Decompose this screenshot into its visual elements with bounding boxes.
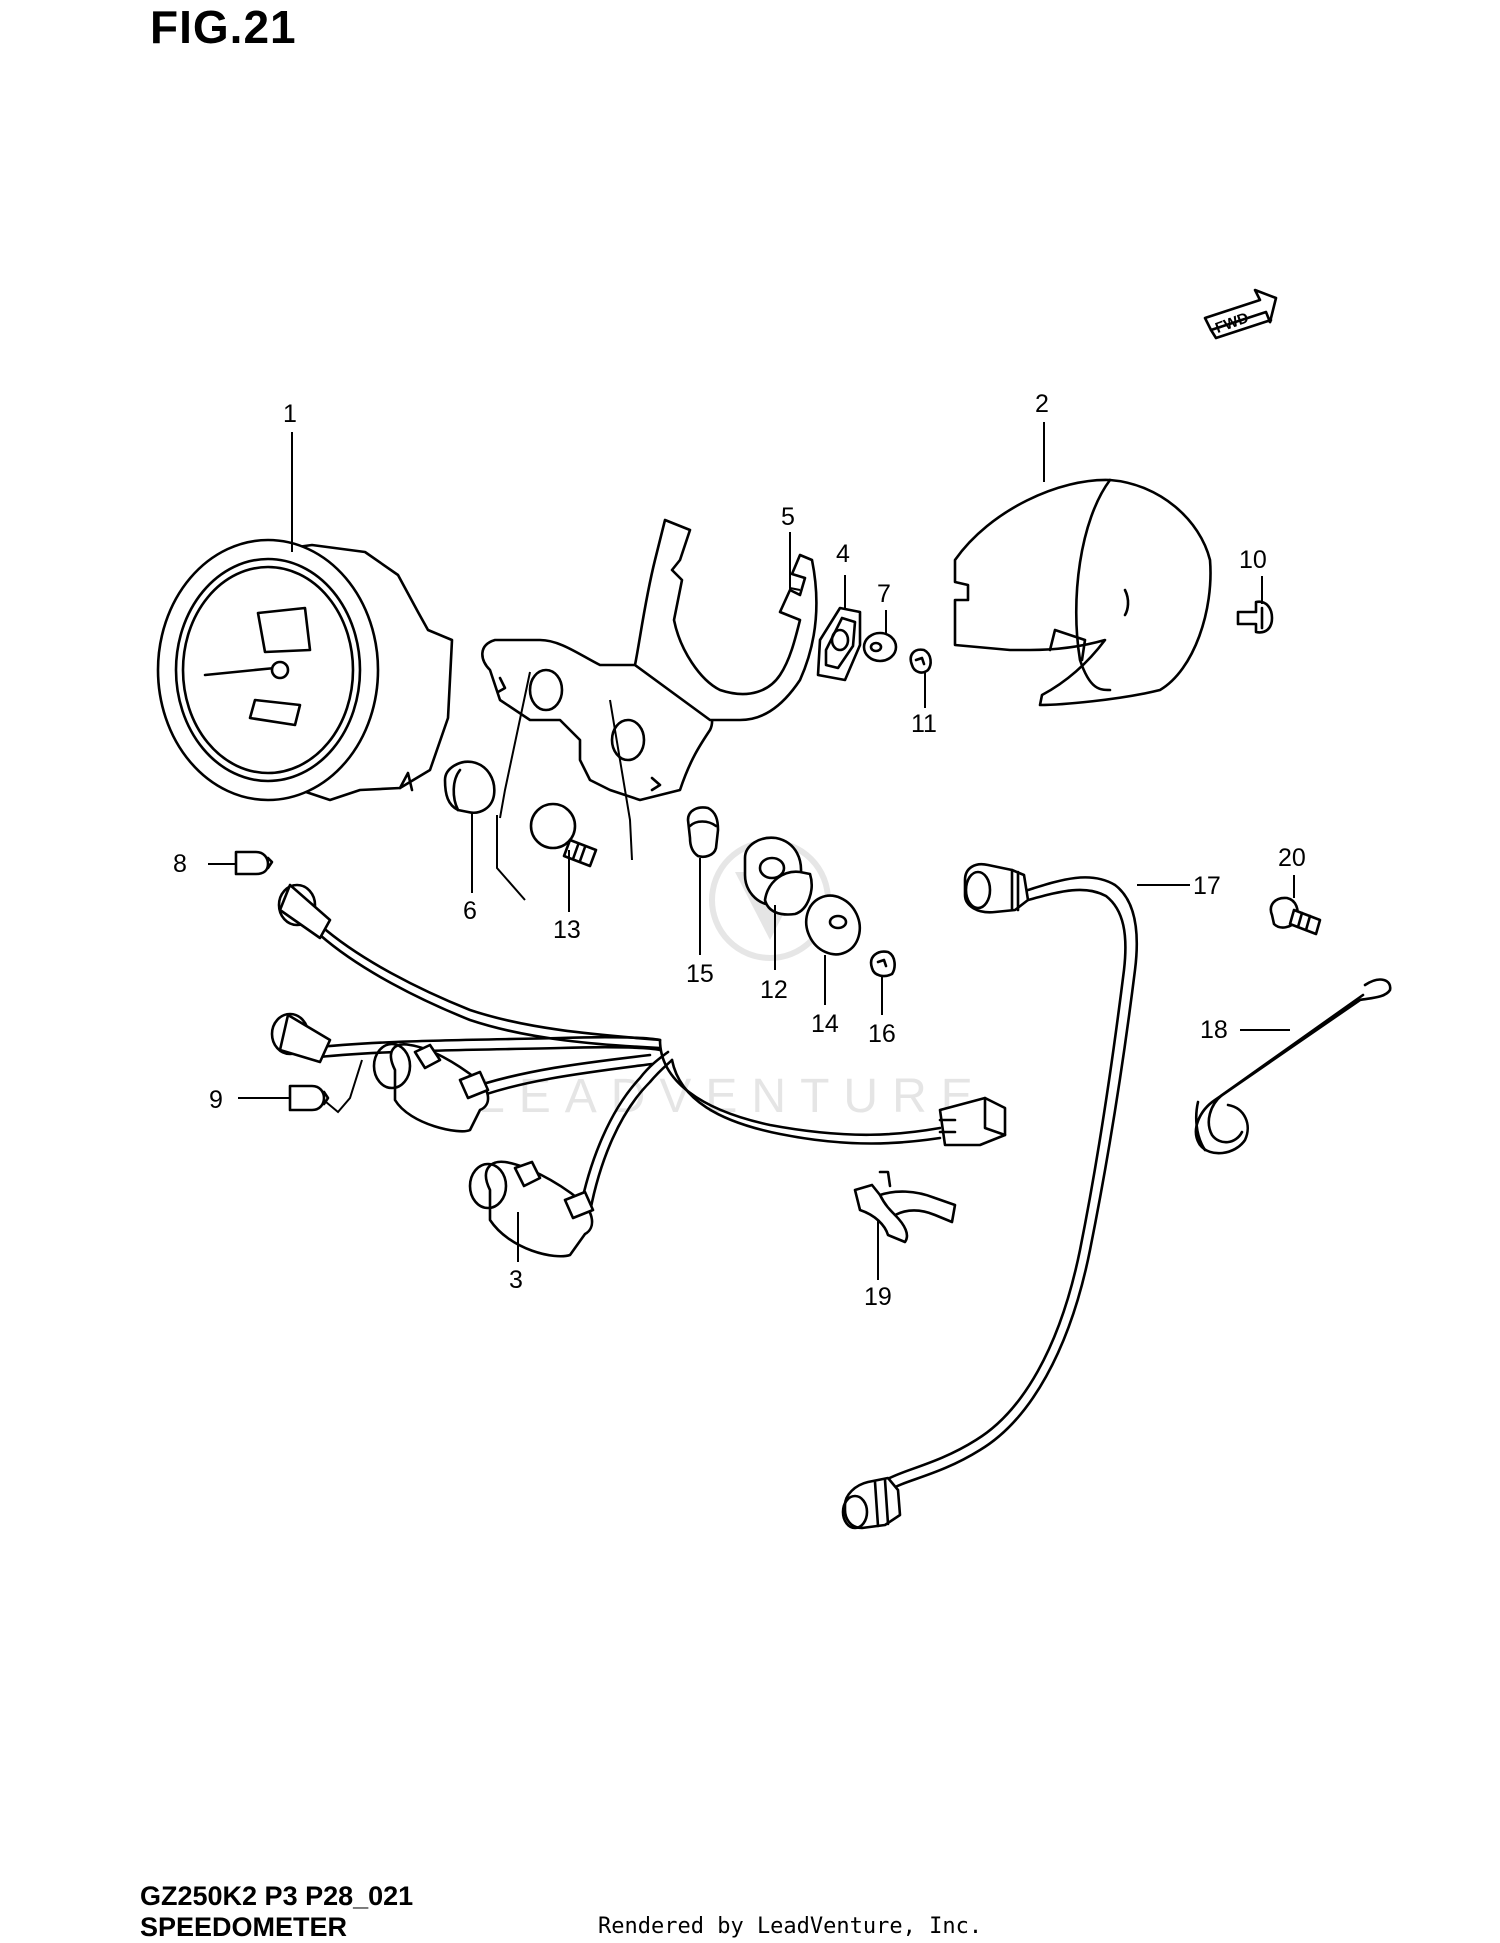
nut-11 bbox=[909, 648, 932, 674]
spacer-15 bbox=[686, 806, 720, 859]
washer-7 bbox=[862, 631, 898, 663]
callout-17: 17 bbox=[1193, 872, 1221, 900]
cushion-12 bbox=[743, 836, 813, 916]
bulb-8 bbox=[234, 850, 274, 876]
callout-6: 6 bbox=[463, 897, 477, 925]
callout-5: 5 bbox=[781, 503, 795, 531]
callout-labels: 1 2 3 4 5 6 7 8 9 10 11 12 13 14 15 16 1… bbox=[173, 390, 1306, 1311]
callout-14: 14 bbox=[811, 1010, 839, 1038]
washer-14 bbox=[804, 894, 862, 956]
callout-18: 18 bbox=[1200, 1016, 1228, 1044]
callout-19: 19 bbox=[864, 1283, 892, 1311]
callout-2: 2 bbox=[1035, 390, 1049, 418]
render-credit: Rendered by LeadVenture, Inc. bbox=[598, 1914, 983, 1939]
diagram-name: SPEEDOMETER bbox=[140, 1912, 348, 1942]
callout-8: 8 bbox=[173, 850, 187, 878]
spring-clamp bbox=[1194, 978, 1392, 1155]
leader-lines bbox=[208, 422, 1295, 1280]
screw-10 bbox=[1236, 600, 1274, 634]
callout-20: 20 bbox=[1278, 844, 1306, 872]
wiring-harness bbox=[270, 883, 1007, 1258]
bolt-20 bbox=[1269, 896, 1322, 936]
speedometer-assembly bbox=[156, 538, 454, 802]
callout-10: 10 bbox=[1239, 546, 1267, 574]
callout-7: 7 bbox=[877, 580, 891, 608]
grommet-6 bbox=[443, 760, 496, 814]
callout-1: 1 bbox=[283, 400, 297, 428]
fwd-arrow-icon: FWD bbox=[1203, 288, 1278, 340]
callout-4: 4 bbox=[836, 540, 850, 568]
callout-16: 16 bbox=[868, 1020, 896, 1048]
callout-13: 13 bbox=[553, 916, 581, 944]
callout-15: 15 bbox=[686, 960, 714, 988]
speedometer-cable bbox=[841, 862, 1139, 1530]
nut-16 bbox=[869, 950, 896, 978]
bolt-13 bbox=[529, 802, 598, 868]
leadventure-watermark: LEADVENTURE bbox=[478, 839, 987, 1123]
watermark-text: LEADVENTURE bbox=[478, 1070, 987, 1123]
callout-9: 9 bbox=[209, 1086, 223, 1114]
cable-clamp bbox=[853, 1170, 957, 1244]
figure-title: FIG.21 bbox=[150, 1, 297, 53]
bracket bbox=[481, 518, 818, 802]
model-code: GZ250K2 P3 P28_021 bbox=[140, 1881, 414, 1911]
bulb-9 bbox=[288, 1084, 330, 1112]
cushion-4 bbox=[816, 606, 862, 682]
callout-11: 11 bbox=[911, 710, 937, 738]
speedometer-case bbox=[953, 478, 1212, 707]
callout-12: 12 bbox=[760, 976, 788, 1004]
callout-3: 3 bbox=[509, 1266, 523, 1294]
